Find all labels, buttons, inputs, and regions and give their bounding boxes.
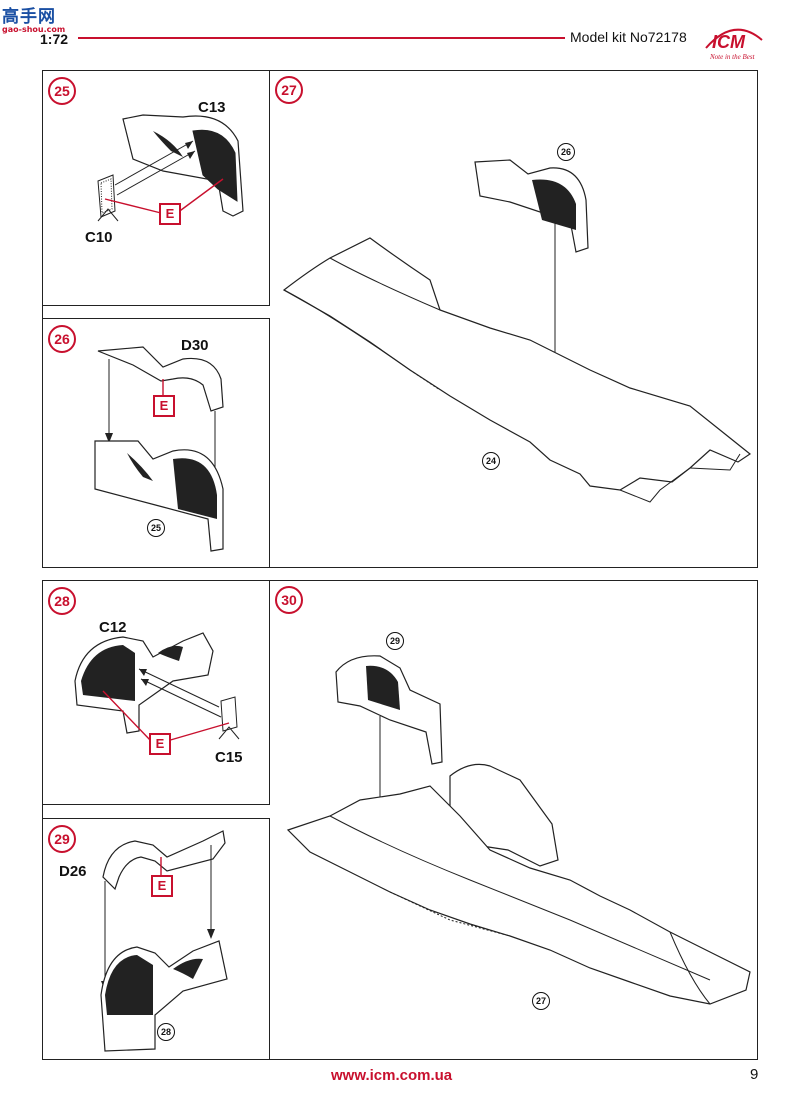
step-30-panel: 30 29 27 [270,580,758,1060]
step-number: 29 [48,825,76,853]
step-number: 30 [275,586,303,614]
svg-text:ICM: ICM [712,32,746,52]
footer-url[interactable]: www.icm.com.ua [331,1067,453,1084]
ref-step-24: 24 [482,452,500,470]
step-number: 26 [48,325,76,353]
step-number: 27 [275,76,303,104]
step-25-drawing [97,114,244,222]
step-25-panel: 25 C13 C10 E [42,70,270,306]
marker-e: E [151,875,173,897]
page-number: 9 [750,1066,759,1083]
step-29-drawing [100,830,228,1052]
part-label-d26: D26 [59,863,87,880]
watermark: 高手网 gao-shou.com [2,2,65,34]
svg-text:Note in the Best: Note in the Best [709,53,756,61]
scale-label: 1:72 [40,31,69,47]
marker-e: E [159,203,181,225]
step-28-drawing [74,632,240,742]
part-label-c15: C15 [215,749,243,766]
header-rule [78,37,565,39]
watermark-url: gao-shou.com [2,25,66,34]
step-number: 28 [48,587,76,615]
icm-logo: ICM Note in the Best [704,22,764,62]
step-26-panel: 26 D30 E 25 [42,318,270,568]
step-number: 25 [48,77,76,105]
step-29-panel: 29 D26 E 28 [42,818,270,1060]
icm-logo-icon: ICM Note in the Best [705,28,763,61]
part-label-c10: C10 [85,229,113,246]
step-27-panel: 27 26 24 [270,70,758,568]
step-26-drawing [94,346,224,552]
step-28-panel: 28 C12 C15 E [42,580,270,805]
part-label-c13: C13 [198,99,226,116]
marker-e: E [153,395,175,417]
step-27-drawing [282,159,752,503]
ref-step-29: 29 [386,632,404,650]
step-30-drawing [286,655,751,1005]
ref-step-25: 25 [147,519,165,537]
part-label-d30: D30 [181,337,209,354]
ref-step-27: 27 [532,992,550,1010]
model-kit-label: Model kit No72178 [570,29,687,45]
ref-step-28: 28 [157,1023,175,1041]
watermark-text: 高手网 [2,7,56,27]
ref-step-26: 26 [557,143,575,161]
marker-e: E [149,733,171,755]
part-label-c12: C12 [99,619,127,636]
